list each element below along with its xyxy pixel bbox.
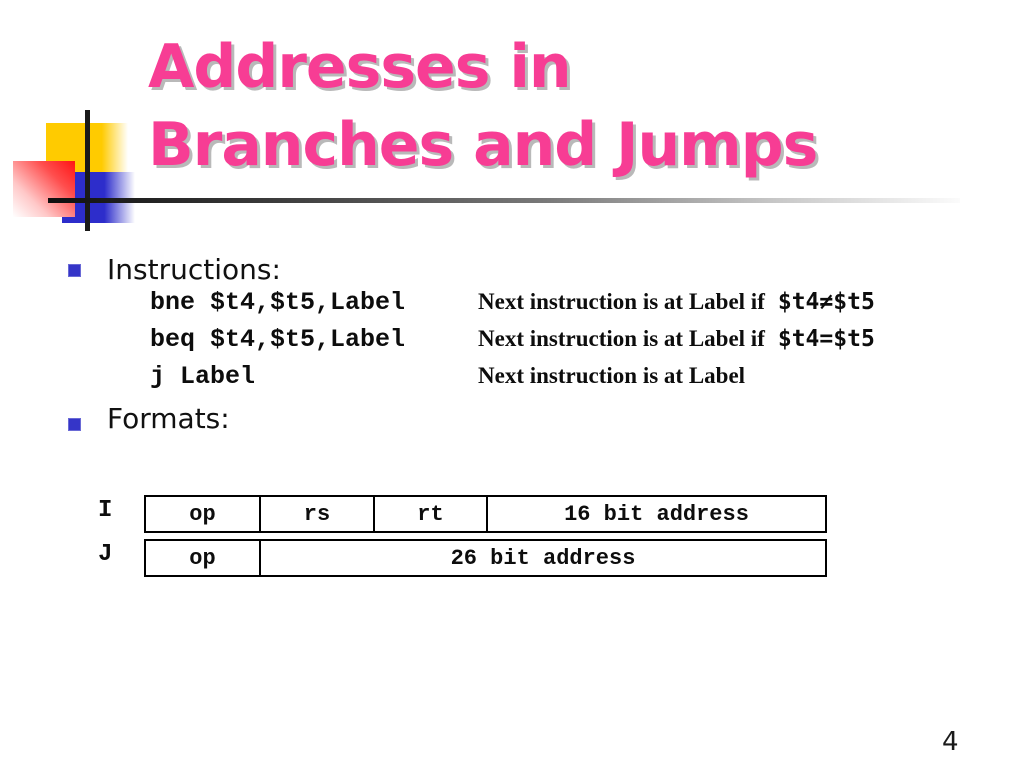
title-underline-rule bbox=[48, 198, 960, 203]
instruction-code: beq $t4,$t5,Label bbox=[150, 325, 406, 354]
instruction-row-beq: beq $t4,$t5,Label Next instruction is at… bbox=[150, 325, 875, 362]
instruction-row-j: j Label Next instruction is at Label bbox=[150, 362, 875, 399]
instruction-description: Next instruction is at Label bbox=[478, 363, 746, 388]
title-line-1: Addresses in bbox=[148, 32, 572, 102]
instruction-code: bne $t4,$t5,Label bbox=[150, 288, 406, 317]
instruction-condition: $t4≠$t5 bbox=[777, 289, 875, 315]
slide-title: Addresses in Branches and Jumps bbox=[148, 28, 818, 184]
title-line-2: Branches and Jumps bbox=[148, 110, 818, 180]
format-cell-rt: rt bbox=[375, 497, 488, 531]
format-cell-16bit-address: 16 bit address bbox=[564, 501, 749, 527]
formats-heading: Formats: bbox=[107, 402, 230, 435]
format-cell-26bit-address: 26 bit address bbox=[450, 545, 636, 571]
format-cell-rs: rs bbox=[261, 497, 375, 531]
instructions-heading: Instructions: bbox=[107, 253, 281, 286]
deco-red-gradient-square bbox=[13, 161, 75, 217]
bullet-square-icon bbox=[68, 418, 81, 431]
page-number: 4 bbox=[942, 727, 959, 757]
format-row-label-i: I bbox=[98, 497, 113, 524]
instruction-code: j Label bbox=[150, 362, 256, 391]
format-row-j: op 26 bit address bbox=[144, 539, 827, 577]
instruction-list: bne $t4,$t5,Label Next instruction is at… bbox=[150, 288, 875, 399]
bullet-square-icon bbox=[68, 264, 81, 277]
instruction-row-bne: bne $t4,$t5,Label Next instruction is at… bbox=[150, 288, 875, 325]
deco-vertical-line bbox=[85, 110, 90, 231]
format-cell-op: op bbox=[146, 497, 261, 531]
format-row-label-j: J bbox=[98, 541, 113, 568]
format-row-i: op rs rt 16 bit address bbox=[144, 495, 827, 533]
instruction-condition: $t4=$t5 bbox=[777, 326, 875, 352]
format-cell-op: op bbox=[146, 541, 261, 575]
instruction-description: Next instruction is at Label if bbox=[478, 326, 765, 351]
instruction-description: Next instruction is at Label if bbox=[478, 289, 765, 314]
